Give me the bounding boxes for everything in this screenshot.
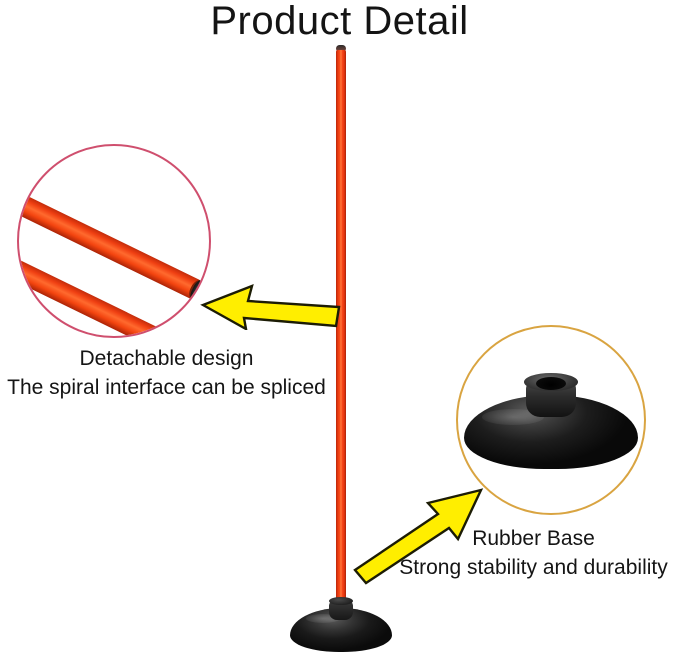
rubber-base-illustration (464, 373, 638, 469)
caption-detachable-line1: Detachable design (79, 347, 254, 370)
rubber-base-socket-hole (536, 377, 566, 390)
base-collar (329, 600, 353, 620)
page-title: Product Detail (210, 0, 469, 43)
pole-top-cap (336, 45, 346, 52)
callout-circle-rubber-base (456, 325, 646, 515)
caption-detachable: Detachable design The spiral interface c… (0, 344, 333, 402)
pole-shaft (336, 50, 346, 622)
callout-circle-detachable (17, 144, 211, 338)
base-collar-top (329, 597, 353, 605)
pole-rubber-base (290, 597, 392, 652)
callout-arrow-rubber-base (353, 488, 484, 585)
caption-detachable-line2: The spiral interface can be spliced (7, 376, 326, 399)
caption-rubber-base-line1: Rubber Base (472, 527, 595, 550)
base-highlight (306, 614, 340, 623)
callout-arrow-detachable (200, 284, 341, 330)
caption-rubber-base-line2: Strong stability and durability (399, 556, 668, 579)
main-pole (335, 44, 347, 622)
rubber-base-highlight (482, 409, 544, 425)
caption-rubber-base: Rubber Base Strong stability and durabil… (388, 524, 679, 582)
